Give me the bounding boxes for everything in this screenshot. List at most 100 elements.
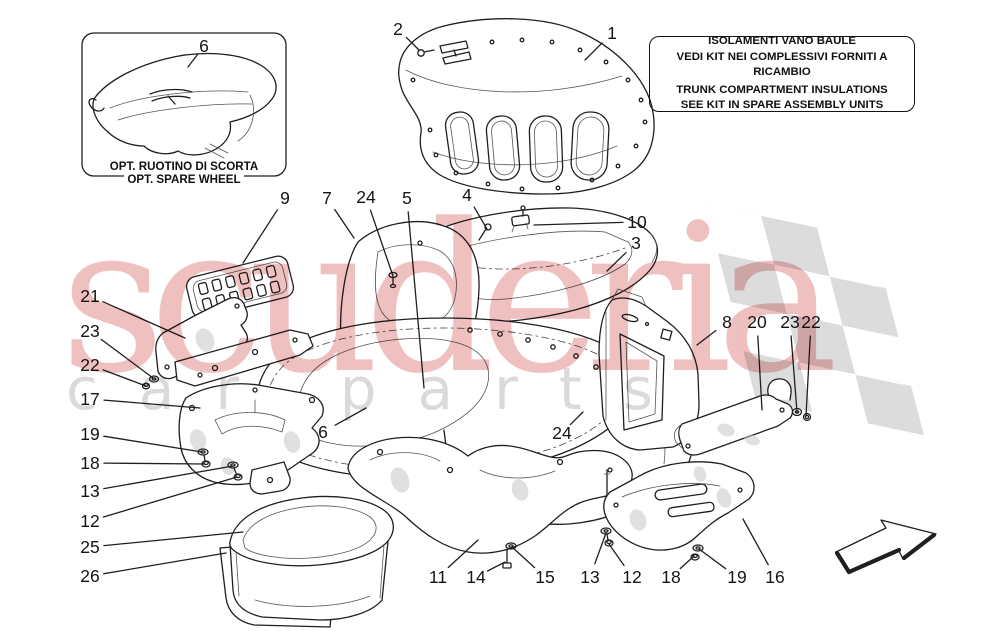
callout-number-22: 22 (80, 355, 99, 375)
trunk-insulation-info-box: ISOLAMENTI VANO BAULE VEDI KIT NEI COMPL… (649, 35, 915, 112)
callout-2-leader (406, 37, 419, 50)
part-21-plate (175, 330, 313, 386)
latch-10-shape (512, 215, 530, 226)
nut-22-right (804, 414, 811, 421)
part-11-lower-center-panel-shape (448, 468, 453, 473)
callout-number-4: 4 (462, 185, 472, 205)
part-6-trunk-carpet-shape (298, 338, 489, 446)
part-1-trunk-lid-liner-shape (433, 146, 617, 165)
part-25-tub-shape (230, 496, 394, 565)
callout-number-23: 23 (780, 312, 799, 332)
part-6-trunk-carpet-shape (498, 332, 502, 336)
callout-number-16: 16 (765, 567, 784, 587)
part-21-bracket-shape (253, 350, 258, 355)
callout-20-leader (758, 336, 762, 410)
part-16-skid-plate-shape (738, 488, 742, 492)
spare-wheel-cover-drawing-shape (110, 91, 248, 108)
callout-number-19: 19 (727, 567, 746, 587)
callout-number-3: 3 (631, 233, 641, 253)
latch-10-shape (512, 223, 528, 232)
lid-holes-shape (411, 78, 415, 82)
lid-cutouts-shape (570, 111, 610, 181)
lid-holes-shape (643, 120, 647, 124)
callout-number-23: 23 (80, 321, 99, 341)
latch-10 (512, 206, 530, 232)
lid-holes-shape (520, 187, 524, 191)
lid-holes-shape (454, 171, 458, 175)
part-8-right-side-panel-shape (621, 313, 638, 323)
part-21-bracket-shape (198, 373, 202, 377)
info-line-en-2: SEE KIT IN SPARE ASSEMBLY UNITS (680, 99, 884, 112)
push-pin-24-left-shape (391, 285, 396, 288)
callout-11-leader (448, 540, 478, 568)
part-11-lower-center-panel-shape (370, 453, 440, 461)
part-25-tub-shape (243, 506, 376, 559)
washer-19-right-shape (693, 545, 703, 551)
spare-wheel-cover-drawing-shape (168, 96, 175, 104)
callout-number-8: 8 (722, 312, 732, 332)
callout-18-leader (680, 556, 694, 569)
callout-23-leader (791, 336, 797, 412)
callout-23-leader (101, 339, 153, 378)
callout-number-15: 15 (535, 567, 554, 587)
part-7-left-side-panel-shape (418, 241, 422, 245)
callout-number-18: 18 (661, 567, 680, 587)
part-25-tub-shape (255, 596, 370, 606)
part-11-lower-center-panel-shape (390, 467, 410, 493)
callout-8-leader (697, 331, 716, 346)
callout-6-leader (335, 408, 366, 425)
clip-2 (418, 50, 434, 56)
lid-holes-shape (490, 40, 494, 44)
callout-number-26: 26 (80, 566, 99, 586)
push-pin-24-left (389, 273, 397, 288)
part-16-skid-plate (604, 462, 754, 550)
part-20-bracket-shape (674, 424, 684, 450)
callout-12-leader (103, 477, 237, 517)
lid-cutouts-shape (529, 115, 563, 182)
callout-13-leader (595, 533, 606, 564)
spare-wheel-label-it: OPT. RUOTINO DI SCORTA (106, 160, 262, 174)
nut-18-right (691, 554, 699, 560)
part-9-vent-grille-shape-shape (212, 279, 222, 292)
screw-4 (479, 224, 491, 240)
callout-10-leader (534, 222, 623, 225)
part-8-right-side-panel-shape (612, 289, 646, 306)
part-8-right-side-panel (599, 289, 699, 450)
callout-number-7: 7 (322, 188, 332, 208)
callout-3-leader (607, 253, 626, 271)
part-1-trunk-lid-liner-shape (399, 19, 654, 194)
part-21-bracket-shape (165, 365, 169, 369)
nut-12-right-shape (607, 541, 611, 544)
part-16-skid-plate-shape (668, 502, 715, 517)
callout-18-leader (104, 463, 205, 464)
nut-12-left-shape (236, 475, 240, 478)
callout-19-leader (104, 436, 202, 452)
part-1-trunk-lid-liner-shape (406, 70, 622, 92)
screw-4-shape (485, 224, 491, 230)
nut-22-right-shape (805, 415, 808, 418)
part-11-lower-center-panel-shape (480, 470, 555, 478)
callout-26-leader (104, 553, 226, 574)
callout-number-18: 18 (80, 453, 99, 473)
callout-12-leader (609, 544, 624, 566)
washer-15-shape (509, 545, 513, 547)
lid-holes-shape (639, 98, 643, 102)
part-16-skid-plate-shape (614, 503, 618, 507)
nut-18-right-shape (693, 555, 697, 558)
callout-19-leader (699, 549, 726, 569)
lid-cutouts-shape (449, 116, 474, 170)
part-11-lower-center-panel-shape (378, 450, 383, 455)
callout-15-leader (512, 547, 535, 568)
lid-holes-shape (434, 153, 438, 157)
nut-12-left-shape (234, 468, 236, 473)
callout-4-leader (474, 207, 487, 229)
spare-wheel-cover-drawing-shape (150, 90, 192, 94)
part-16-skid-plate-shape (716, 488, 732, 508)
callout-number-14: 14 (466, 567, 486, 587)
spare-wheel-cover-drawing-shape (152, 96, 190, 101)
latch-10-shape (521, 206, 525, 210)
washer-23-left (150, 376, 159, 382)
callout-5-leader (408, 212, 424, 388)
